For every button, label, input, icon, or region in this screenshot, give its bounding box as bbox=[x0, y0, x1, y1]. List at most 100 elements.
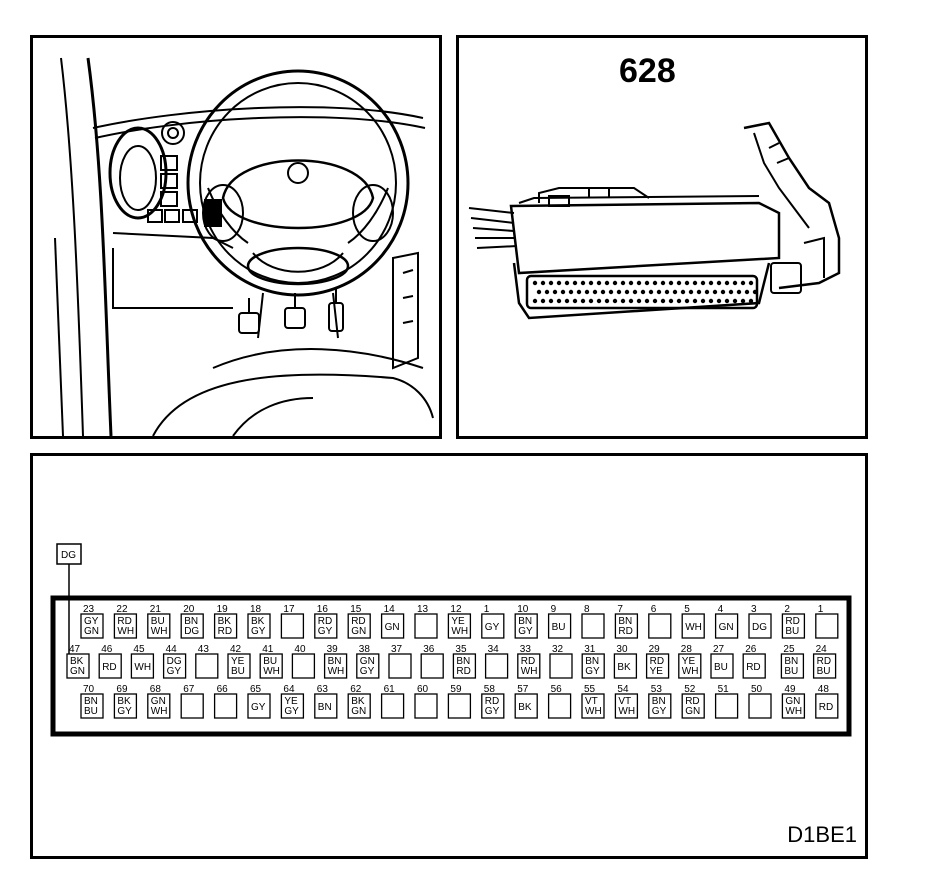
pin-number: 61 bbox=[384, 684, 396, 695]
connector-face-pin bbox=[564, 298, 570, 304]
wire-color-label: GN bbox=[685, 706, 700, 717]
wire-color-label: WH bbox=[151, 706, 168, 717]
pin-box bbox=[356, 653, 380, 679]
pin-box bbox=[614, 693, 639, 719]
wire-color-label: GN bbox=[84, 626, 99, 637]
pin-number: 60 bbox=[417, 684, 429, 695]
pin-box bbox=[247, 693, 271, 719]
connector-face-pin bbox=[600, 289, 606, 295]
diagram-code: D1BE1 bbox=[787, 822, 857, 847]
pin-number: 10 bbox=[517, 604, 529, 615]
pin-number: 37 bbox=[391, 644, 403, 655]
pin-box bbox=[414, 613, 438, 639]
pin-number: 32 bbox=[552, 644, 564, 655]
connector-face-pin bbox=[604, 298, 610, 304]
pin-number: 8 bbox=[584, 604, 590, 615]
connector-face-pin bbox=[660, 298, 666, 304]
wire-color-label: GY bbox=[360, 666, 375, 677]
wire-color-label: RD bbox=[102, 662, 116, 673]
pin-box bbox=[547, 613, 572, 639]
wire-color-label: WH bbox=[685, 622, 702, 633]
pin-cavity: 9BU bbox=[547, 604, 572, 639]
connector-face-pin bbox=[668, 280, 674, 286]
pin-cavity: 59 bbox=[447, 684, 472, 719]
pin-number: 36 bbox=[423, 644, 435, 655]
wire-color-label: BN bbox=[184, 616, 198, 627]
connector-face-pin bbox=[652, 298, 658, 304]
connector-face-pin bbox=[656, 289, 662, 295]
pin-number: 28 bbox=[681, 644, 693, 655]
wire-color-label: WH bbox=[585, 706, 602, 717]
wire-color-label: BK bbox=[351, 696, 365, 707]
connector-face-pin bbox=[712, 289, 718, 295]
connector-face-pin bbox=[616, 289, 622, 295]
connector-view-panel: 628 bbox=[456, 35, 868, 439]
connector-face-pin bbox=[688, 289, 694, 295]
pin-box bbox=[180, 613, 204, 639]
connector-face-pin bbox=[592, 289, 598, 295]
connector-face-pin bbox=[588, 280, 594, 286]
pin-number: 52 bbox=[684, 684, 696, 695]
connector-face-pin bbox=[700, 280, 706, 286]
wire-color-label: BU bbox=[231, 666, 245, 677]
pin-number: 13 bbox=[417, 604, 429, 615]
pin-cavity: 50 bbox=[748, 684, 772, 719]
connector-face-pin bbox=[732, 280, 738, 286]
pin-number: 4 bbox=[718, 604, 724, 615]
pin-number: 3 bbox=[751, 604, 757, 615]
pin-box bbox=[678, 653, 702, 679]
wire-color-label: BK bbox=[117, 696, 131, 707]
pin-number: 21 bbox=[150, 604, 162, 615]
connector-face-pin bbox=[672, 289, 678, 295]
connector-face-pin bbox=[608, 289, 614, 295]
pin-box bbox=[80, 613, 104, 639]
pin-box bbox=[581, 653, 605, 679]
connector-illustration bbox=[468, 121, 841, 320]
connector-face-pin bbox=[596, 280, 602, 286]
connector-face-pin bbox=[580, 298, 586, 304]
wire-color-label: RD bbox=[117, 616, 131, 627]
pin-box bbox=[280, 613, 305, 639]
wire-color-label: VT bbox=[618, 696, 631, 707]
connector-face-pin bbox=[744, 289, 750, 295]
wire-color-label: BK bbox=[251, 616, 265, 627]
wire-color-label: BN bbox=[652, 696, 666, 707]
pin-cavity: 8 bbox=[581, 604, 605, 639]
pin-box bbox=[213, 613, 238, 639]
connector-face-pin bbox=[576, 289, 582, 295]
pin-number: 16 bbox=[317, 604, 329, 615]
pin-box bbox=[581, 693, 605, 719]
wire-color-label: BN bbox=[784, 656, 798, 667]
pin-box bbox=[80, 693, 104, 719]
pin-number: 46 bbox=[101, 644, 113, 655]
pin-cavity: 40 bbox=[291, 644, 316, 679]
pin-box bbox=[213, 693, 238, 719]
pin-box bbox=[613, 653, 638, 679]
pin-number: 26 bbox=[745, 644, 757, 655]
wire-color-label: YE bbox=[451, 616, 465, 627]
wire-color-label: DG bbox=[184, 626, 199, 637]
pin-cavity: 13 bbox=[414, 604, 438, 639]
pin-number: 53 bbox=[651, 684, 663, 695]
pin-number: 5 bbox=[684, 604, 690, 615]
wire-color-label: GY bbox=[84, 616, 99, 627]
pin-box bbox=[291, 653, 316, 679]
pin-box bbox=[380, 613, 405, 639]
pin-box bbox=[481, 613, 505, 639]
pin-box bbox=[388, 653, 412, 679]
connector-number: 628 bbox=[619, 52, 676, 90]
pin-number: 31 bbox=[584, 644, 596, 655]
connector-face-pin bbox=[640, 289, 646, 295]
wire-color-label: RD bbox=[456, 666, 470, 677]
